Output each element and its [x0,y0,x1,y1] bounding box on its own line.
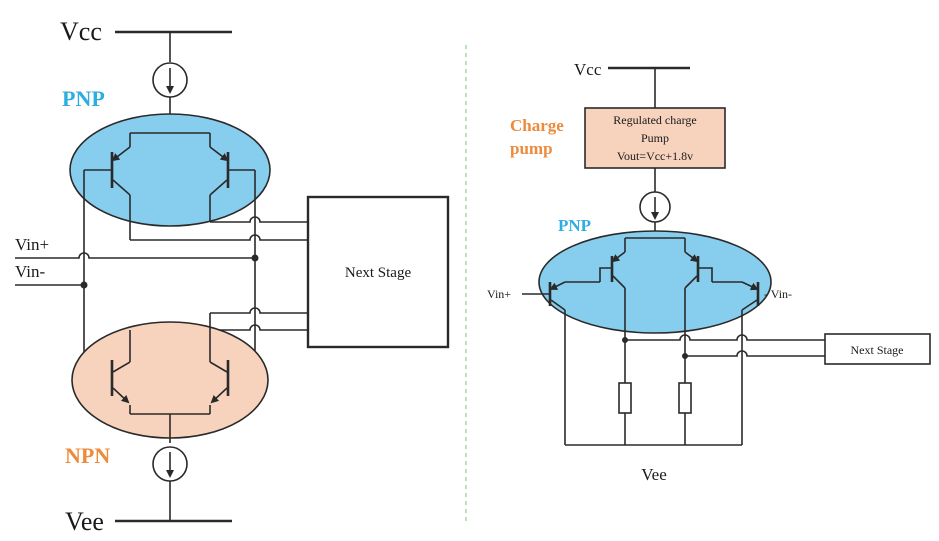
left-next-stage-box [306,195,450,349]
right-vee-label: Vee [641,465,666,484]
charge-pump-label-2: pump [510,139,553,158]
right-next-stage-box [824,333,931,365]
left-vcc-label: Vcc [60,17,102,46]
left-pnp-pair [110,132,230,240]
left-vin-plus-label: Vin+ [15,235,49,254]
left-pnp-ellipse [69,113,271,227]
left-npn-label: NPN [65,443,110,468]
charge-pump-box [584,107,726,169]
right-circuit: Vcc Regulated charge Pump Vout=Vcc+1.8v … [487,60,931,484]
left-current-source-top [152,62,188,98]
left-vin-minus-label: Vin- [15,262,45,281]
right-current-source [639,191,671,223]
right-pnp-ellipse [538,230,772,334]
right-next-stage-label: Next Stage [851,343,904,357]
charge-pump-line1: Regulated charge [613,113,696,127]
right-pnp-label: PNP [558,216,591,235]
resistor-left [618,382,632,414]
left-circuit: Vcc PNP [15,17,450,536]
left-current-source-bottom [152,446,188,482]
charge-pump-label-1: Charge [510,116,564,135]
resistor-right [678,382,692,414]
right-vin-minus-label: - Vin- [764,287,792,301]
left-next-stage-label: Next Stage [345,265,412,281]
charge-pump-line3: Vout=Vcc+1.8v [617,149,693,163]
right-vin-plus-label: Vin+ [487,287,511,301]
left-vee-label: Vee [65,507,104,536]
charge-pump-line2: Pump [641,131,669,145]
left-pnp-label: PNP [62,86,105,111]
right-vcc-label: Vcc [574,60,602,79]
